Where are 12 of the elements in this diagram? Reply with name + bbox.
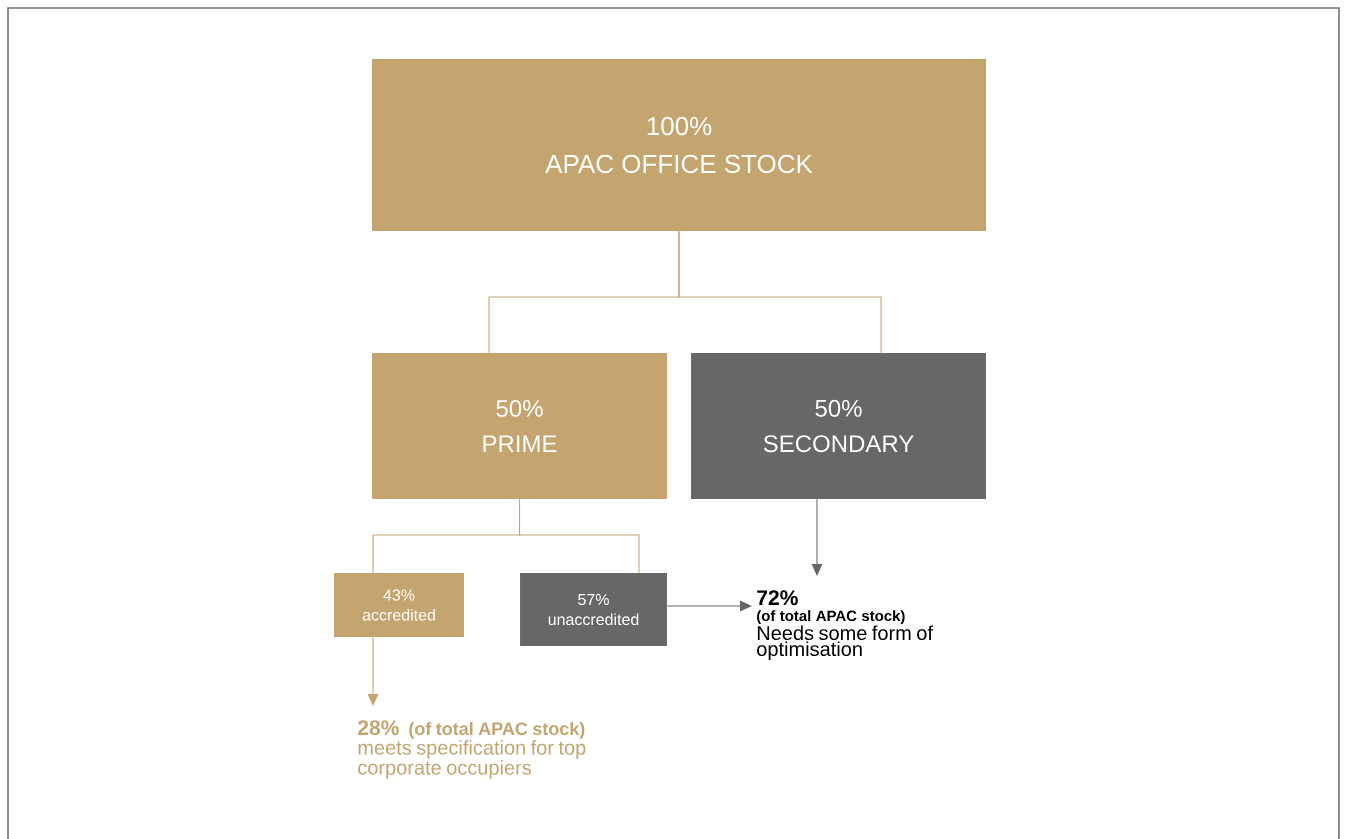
- arrow: [367, 636, 379, 706]
- small-box: 57% unaccredited: [520, 572, 667, 647]
- category-box: 50% PRIME: [372, 353, 667, 499]
- top-box: 100% APAC OFFICE STOCK: [372, 59, 986, 231]
- category-box: 50% SECONDARY: [691, 353, 986, 499]
- arrow: [811, 498, 823, 576]
- connector-line: [518, 498, 640, 574]
- small-box: 43% accredited: [334, 573, 464, 637]
- result-text: 72% (of total APAC stock) Needs some form of optimisation: [757, 590, 933, 661]
- arrow: [666, 600, 752, 612]
- result-text: 28% (of total APAC stock) meets specification for top corporate occupiers: [358, 720, 586, 779]
- connector-line: [678, 230, 882, 354]
